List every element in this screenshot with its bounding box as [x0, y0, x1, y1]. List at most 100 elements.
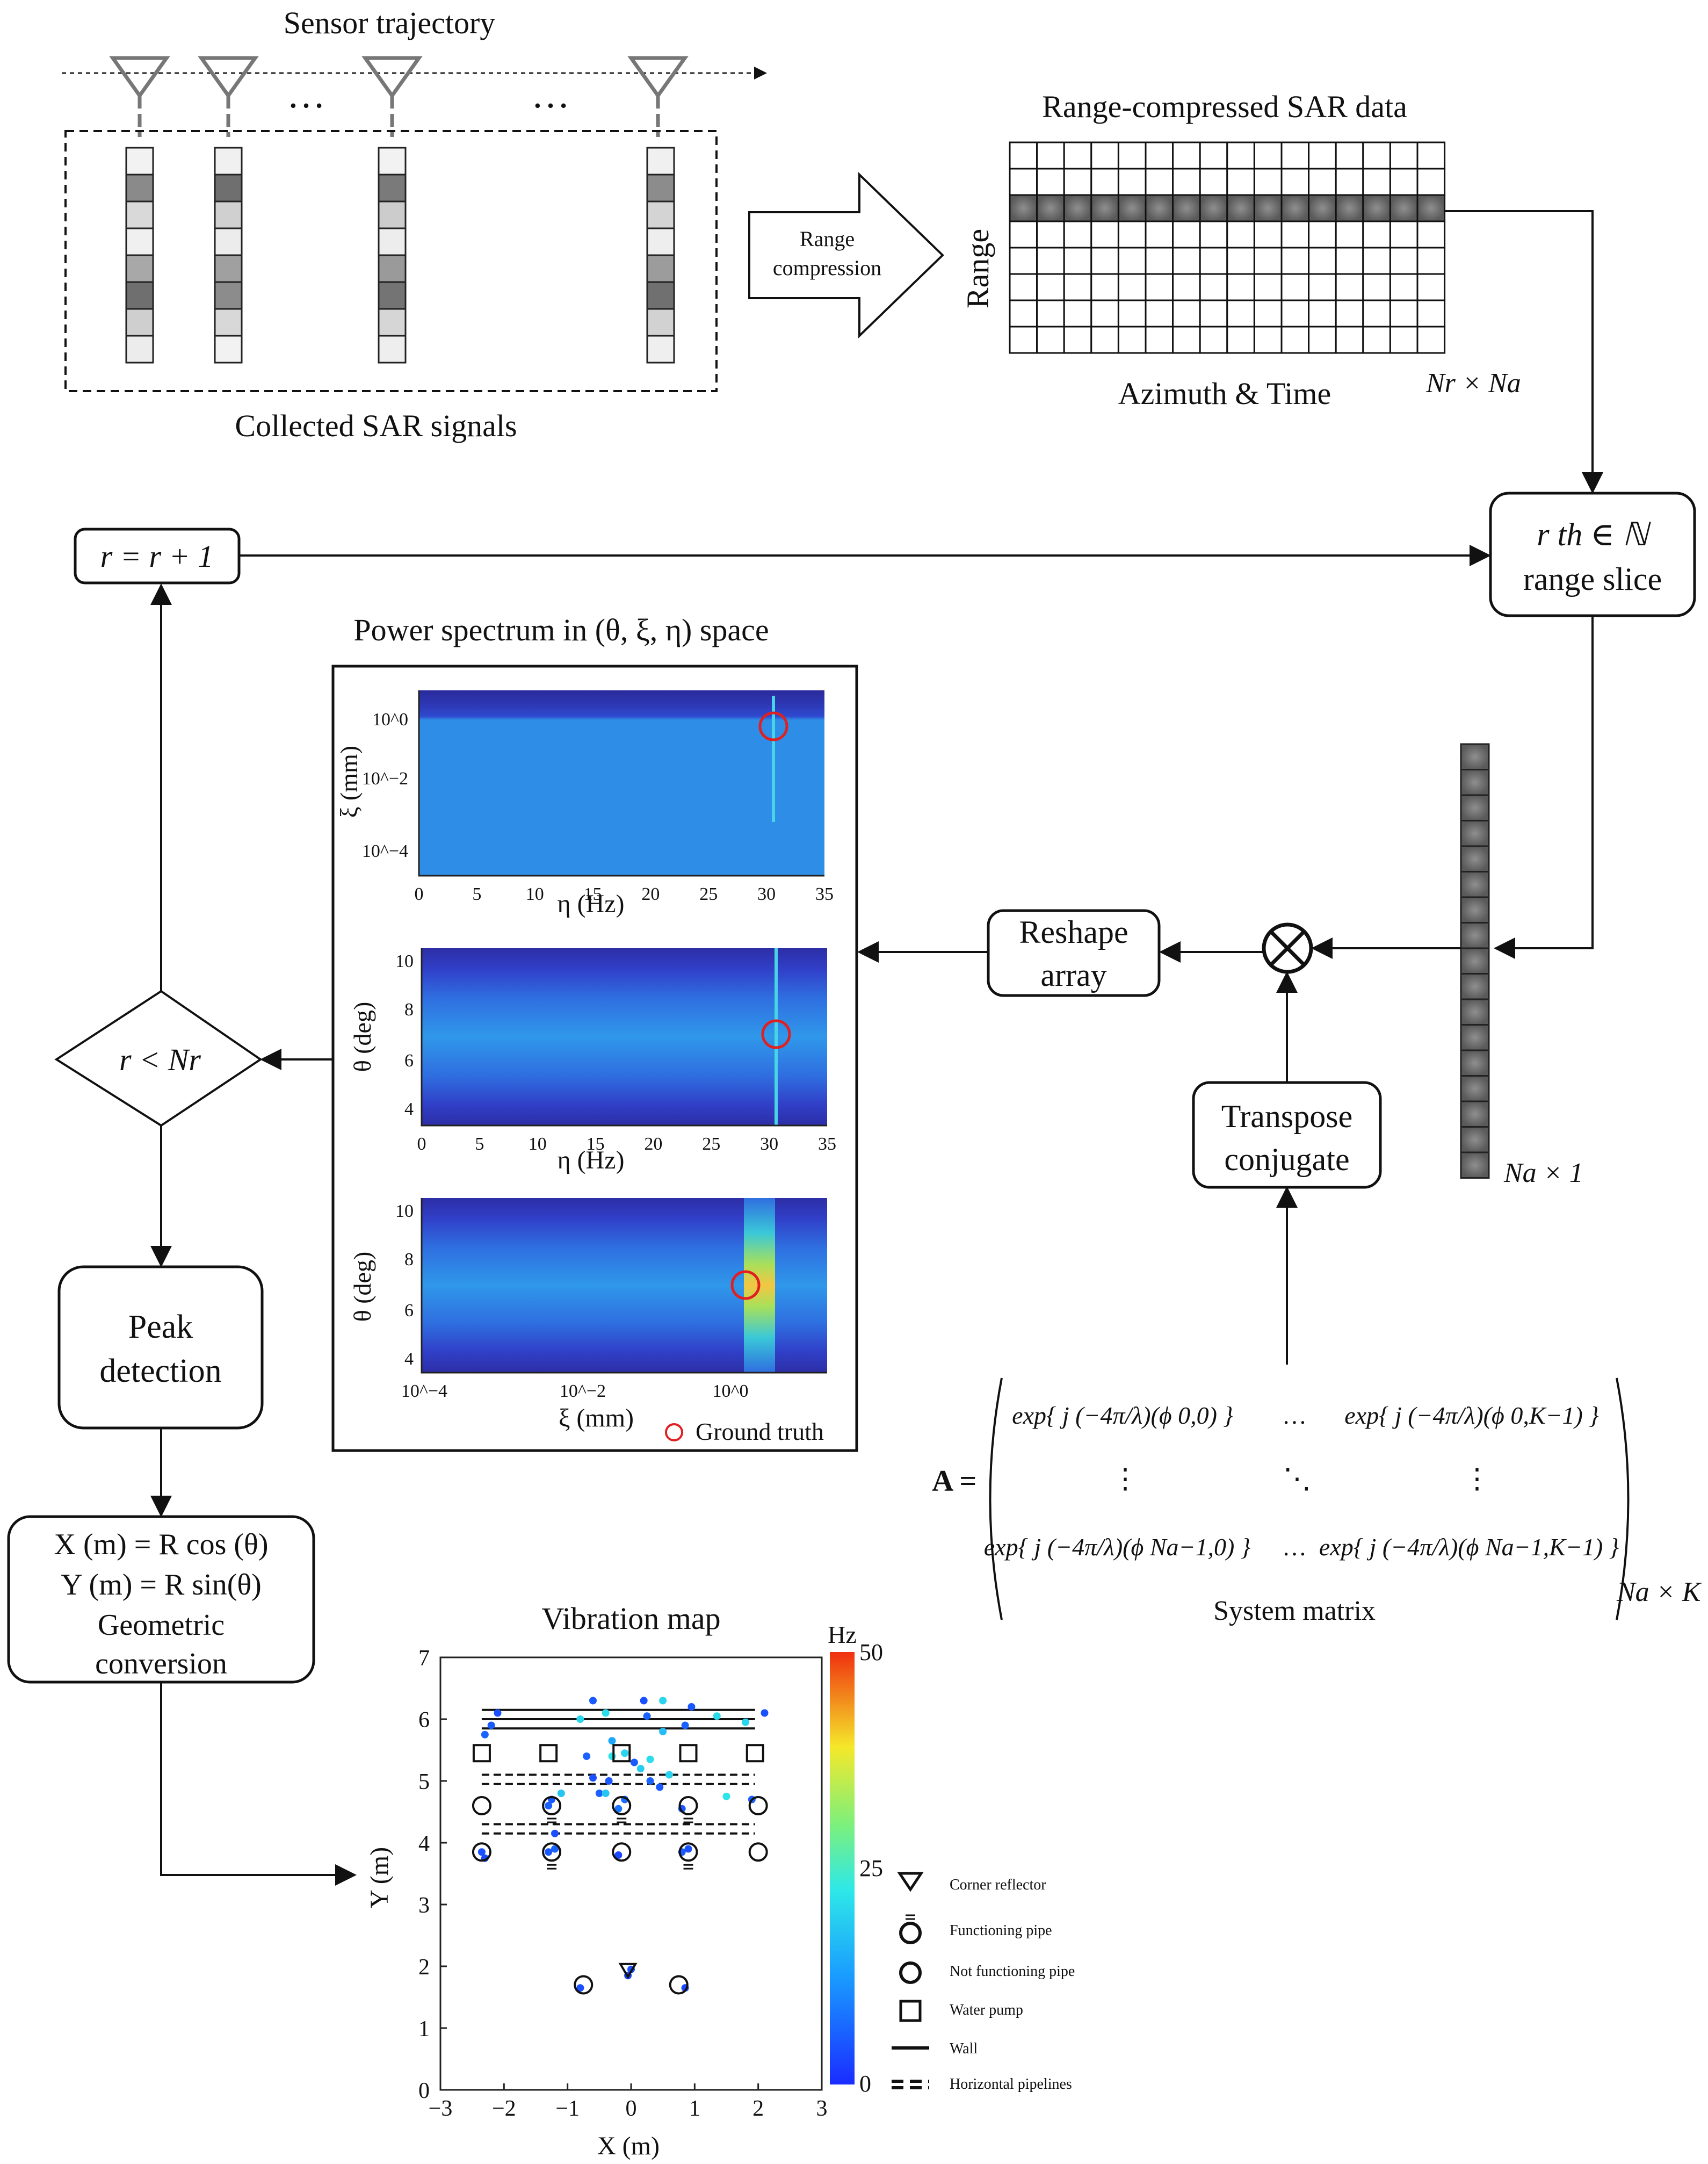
vector-cell — [1460, 1100, 1490, 1128]
data-point — [551, 1829, 559, 1837]
not-functioning-pipe-marker — [748, 1842, 768, 1862]
y-tick-label: 3 — [418, 1893, 430, 1918]
grid-cell — [1362, 326, 1391, 354]
signal-cell — [214, 174, 243, 203]
grid-cell — [1172, 299, 1201, 328]
grid-cell — [1362, 299, 1391, 328]
grid-cell — [1145, 194, 1174, 222]
signal-cell — [125, 281, 154, 310]
grid-cell — [1362, 273, 1391, 301]
x-tick-label: 10 — [529, 1134, 547, 1154]
water-pump-marker — [539, 1744, 558, 1763]
signal-cell — [378, 174, 407, 203]
grid-cell — [1009, 194, 1038, 222]
grid-cell — [1389, 326, 1418, 354]
rc-x-label: Azimuth & Time — [1118, 376, 1331, 411]
data-point — [545, 1802, 553, 1809]
vector-cell — [1460, 1024, 1490, 1051]
legend-wall: Wall — [950, 2040, 978, 2057]
grid-cell — [1416, 168, 1446, 196]
antenna-icon — [627, 56, 689, 99]
signal-cell — [378, 147, 407, 176]
legend-horizontal-pipelines: Horizontal pipelines — [950, 2076, 1072, 2093]
vector-cell — [1460, 743, 1490, 770]
transpose-box: Transpose conjugate — [1192, 1081, 1382, 1189]
grid-cell — [1145, 299, 1174, 328]
grid-cell — [1226, 220, 1255, 249]
vector-cell — [1460, 1151, 1490, 1179]
data-point — [630, 1758, 638, 1766]
signal-cell — [646, 147, 675, 176]
grid-cell — [1280, 299, 1310, 328]
data-point — [589, 1697, 597, 1705]
plot1-ytick: 10^0 — [372, 710, 408, 730]
grid-cell — [1009, 220, 1038, 249]
x-tick-label: 35 — [818, 1134, 836, 1154]
dots-1: … — [287, 73, 325, 116]
grid-cell — [1145, 273, 1174, 301]
grid-cell — [1253, 326, 1283, 354]
data-point — [646, 1755, 654, 1763]
data-point — [761, 1709, 769, 1717]
x-tick-label: −2 — [492, 2096, 516, 2121]
functioning-pipe-marker — [612, 1796, 632, 1815]
grid-cell — [1335, 326, 1364, 354]
grid-cell — [1226, 247, 1255, 275]
x-tick-label: 15 — [584, 884, 602, 904]
matrix-entry-01: exp{ j (−4π/λ)(ϕ 0,K−1) } — [1344, 1402, 1599, 1429]
sensor-trajectory-label: Sensor trajectory — [284, 5, 496, 40]
plot3-ytick: 10 — [395, 1201, 414, 1221]
legend-not-functioning-pipe: Not functioning pipe — [950, 1963, 1075, 1980]
grid-cell — [1335, 168, 1364, 196]
plot2-ytick: 10 — [395, 951, 414, 971]
data-point — [551, 1845, 559, 1853]
plot2-ytick: 6 — [404, 1051, 414, 1071]
grid-cell — [1036, 141, 1065, 170]
data-point — [659, 1697, 667, 1705]
grid-cell — [1117, 326, 1147, 354]
power-spectrum-section: Power spectrum in (θ, ξ, η) space 10^0 1… — [331, 612, 858, 1452]
data-point — [487, 1721, 495, 1729]
grid-cell — [1362, 247, 1391, 275]
vector-cell — [1460, 871, 1490, 898]
plot3-ytick: 8 — [404, 1250, 414, 1269]
grid-cell — [1063, 273, 1092, 301]
data-point — [656, 1783, 664, 1791]
data-point — [646, 1777, 654, 1785]
grid-cell — [1117, 168, 1147, 196]
grid-cell — [1199, 168, 1228, 196]
system-matrix-label: System matrix — [1213, 1596, 1376, 1626]
y-tick-label: 2 — [418, 1955, 430, 1980]
grid-cell — [1280, 141, 1310, 170]
plot1-xlabel: η (Hz) — [557, 890, 624, 918]
grid-cell — [1199, 141, 1228, 170]
grid-cell — [1280, 220, 1310, 249]
range-compression: Range compression — [748, 172, 944, 338]
grid-cell — [1063, 168, 1092, 196]
grid-cell — [1117, 247, 1147, 275]
colorbar-tick: 50 — [859, 1639, 883, 1665]
plot2-ylabel: θ (deg) — [349, 1002, 376, 1072]
reshape-box: Reshape array — [987, 909, 1161, 997]
grid-cell — [1117, 194, 1147, 222]
grid-cell — [1145, 220, 1174, 249]
grid-cell — [1090, 168, 1119, 196]
x-tick-label: −1 — [555, 2096, 580, 2121]
plot3-xtick: 10^0 — [713, 1381, 749, 1401]
water-pump-icon — [899, 2000, 922, 2022]
matrix-hdots-top: … — [1282, 1402, 1307, 1429]
grid-cell — [1308, 326, 1337, 354]
corner-reflector-marker — [618, 1963, 638, 1979]
x-tick-label: −3 — [429, 2096, 453, 2121]
x-tick-label: 10 — [526, 884, 544, 904]
functioning-pipe-marker — [678, 1842, 698, 1862]
signal-cell — [214, 147, 243, 176]
signal-cell — [125, 254, 154, 283]
data-point — [595, 1790, 603, 1797]
grid-cell — [1335, 273, 1364, 301]
vector-cell — [1460, 1126, 1490, 1153]
vector-cell — [1460, 922, 1490, 949]
grid-cell — [1335, 194, 1364, 222]
